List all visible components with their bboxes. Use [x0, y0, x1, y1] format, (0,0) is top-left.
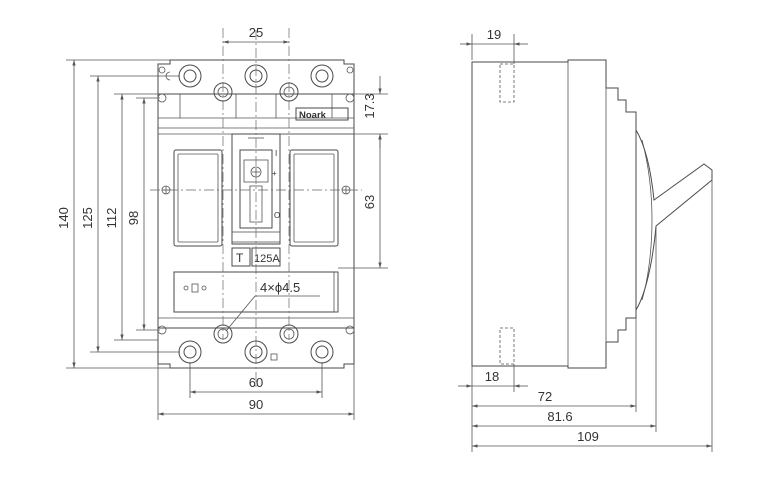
- front-view-dimensions: 25 140 125 112 98 17.3 63: [56, 25, 388, 420]
- handle-mark-on: I: [275, 149, 277, 158]
- dim-63: 63: [362, 195, 377, 209]
- dim-90: 90: [249, 397, 263, 412]
- trip-symbol-label: T: [236, 251, 244, 265]
- top-terminal-block: [157, 59, 355, 94]
- bottom-terminal-block: [157, 328, 355, 369]
- dim-60: 60: [249, 375, 263, 390]
- dim-19: 19: [487, 27, 501, 42]
- mount-hole-bottom-right: [345, 325, 355, 335]
- right-window: [289, 149, 339, 247]
- dim-109: 109: [577, 429, 599, 444]
- brand-label: Noark: [299, 110, 327, 121]
- dim-25: 25: [249, 25, 263, 40]
- top-terminal-screw-right: [310, 64, 334, 88]
- left-window: [173, 149, 223, 247]
- mount-hole-top-right: [345, 93, 355, 103]
- svg-text:+: +: [272, 169, 277, 178]
- dim-18: 18: [485, 369, 499, 384]
- handle-mark-off: O: [274, 211, 280, 220]
- dim-17-3: 17.3: [362, 93, 377, 118]
- dim-125: 125: [80, 207, 95, 229]
- side-handle: [635, 129, 713, 311]
- side-body-outline: [471, 59, 637, 369]
- dim-72: 72: [538, 389, 552, 404]
- hole-note: 4×ϕ4.5: [260, 280, 300, 295]
- bottom-terminal-screw-left: [178, 340, 202, 364]
- rating-label: 125A: [254, 253, 280, 265]
- bottom-terminal-screw-right: [310, 340, 334, 364]
- dim-112: 112: [104, 208, 119, 229]
- side-view-dimensions: 19 18 72 81.6 109: [458, 27, 713, 452]
- dim-81-6: 81.6: [547, 409, 572, 424]
- dim-140: 140: [56, 207, 71, 229]
- dim-98: 98: [126, 211, 141, 225]
- side-view: [471, 59, 713, 369]
- front-view: I O + T 125A Noark: [150, 28, 362, 390]
